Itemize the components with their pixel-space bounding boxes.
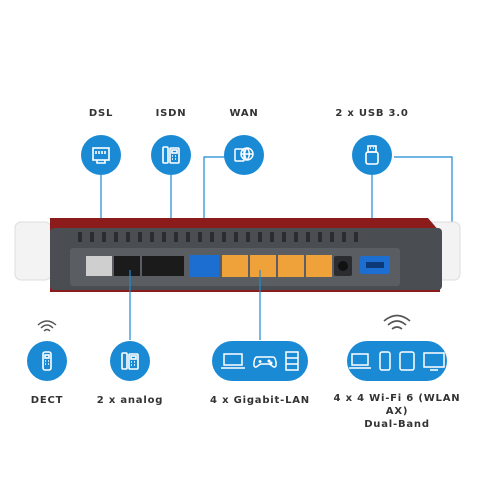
dect-label: DECT	[30, 395, 64, 406]
usb-port-slot	[366, 262, 384, 268]
analog-label: 2 x analog	[96, 395, 164, 406]
laptop-phone-tablet-tv-icon	[347, 341, 447, 381]
usb-stick-icon	[352, 135, 392, 175]
lan-port-1	[222, 255, 248, 277]
router-rear-view	[14, 218, 461, 292]
wan-label: WAN	[229, 108, 259, 119]
lan-port-3	[278, 255, 304, 277]
lan-port-2	[250, 255, 276, 277]
wifi-label: 4 x 4 Wi-Fi 6 (WLAN AX) Dual-Band	[327, 392, 467, 431]
isdn-label: ISDN	[155, 108, 187, 119]
router-vents	[78, 232, 358, 242]
wifi-waves-icon-wlan	[382, 313, 412, 337]
desk-phone-icon	[151, 135, 191, 175]
wifi-waves-icon-dect	[36, 318, 58, 337]
wan-port	[189, 255, 219, 277]
phone-port-3	[158, 256, 184, 276]
cordless-phone-icon	[27, 341, 67, 381]
lan-label: 4 x Gigabit-LAN	[210, 395, 310, 406]
usb-label: 2 x USB 3.0	[335, 108, 409, 119]
power-jack-hole	[338, 261, 348, 271]
dsl-label: DSL	[88, 108, 114, 119]
wifi-label-line2: Dual-Band	[364, 419, 430, 430]
wifi-label-line1: 4 x 4 Wi-Fi 6 (WLAN AX)	[333, 393, 461, 417]
laptop-gamepad-server-icon	[212, 341, 308, 381]
phone-port-1	[114, 256, 140, 276]
ethernet-port-icon	[81, 135, 121, 175]
dsl-port	[86, 256, 112, 276]
globe-network-icon	[224, 135, 264, 175]
router-left-foot	[14, 221, 52, 281]
lan-port-4	[306, 255, 332, 277]
analog-phone-icon	[110, 341, 150, 381]
